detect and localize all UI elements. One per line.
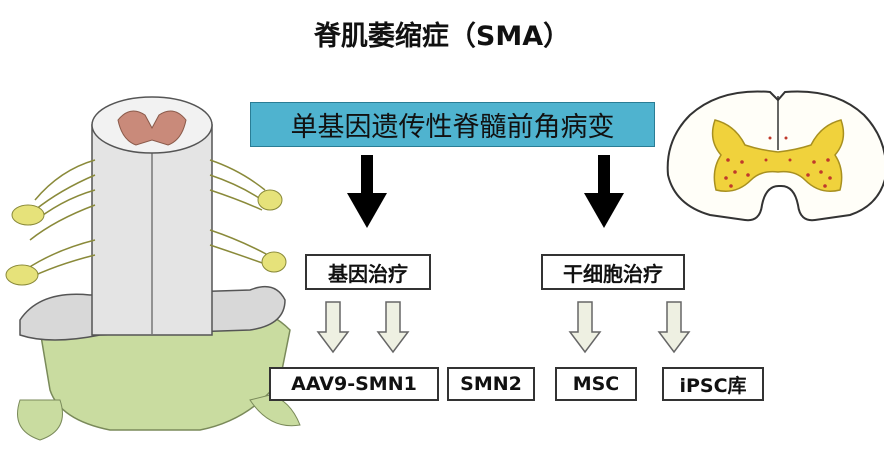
arrow-stem-to-ipsc xyxy=(657,301,691,354)
stem-cell-therapy-box: 干细胞治疗 xyxy=(541,254,685,290)
arrow-to-stem-cell-therapy xyxy=(584,155,624,228)
ipsc-bank-box: iPSC库 xyxy=(662,367,764,401)
page-title: 脊肌萎缩症（SMA） xyxy=(313,21,571,52)
spinal-cross-section-illustration xyxy=(666,90,884,222)
arrow-to-gene-therapy xyxy=(347,155,387,228)
gene-therapy-box: 基因治疗 xyxy=(305,254,431,290)
smn2-box: SMN2 xyxy=(447,367,535,401)
disease-banner: 单基因遗传性脊髓前角病变 xyxy=(250,102,655,147)
msc-box: MSC xyxy=(555,367,637,401)
arrow-gene-to-smn2 xyxy=(376,301,410,354)
aav9-smn1-box: AAV9-SMN1 xyxy=(269,367,439,401)
arrow-stem-to-msc xyxy=(568,301,602,354)
spinal-cord-illustration xyxy=(5,96,301,441)
arrow-gene-to-aav9 xyxy=(316,301,350,354)
